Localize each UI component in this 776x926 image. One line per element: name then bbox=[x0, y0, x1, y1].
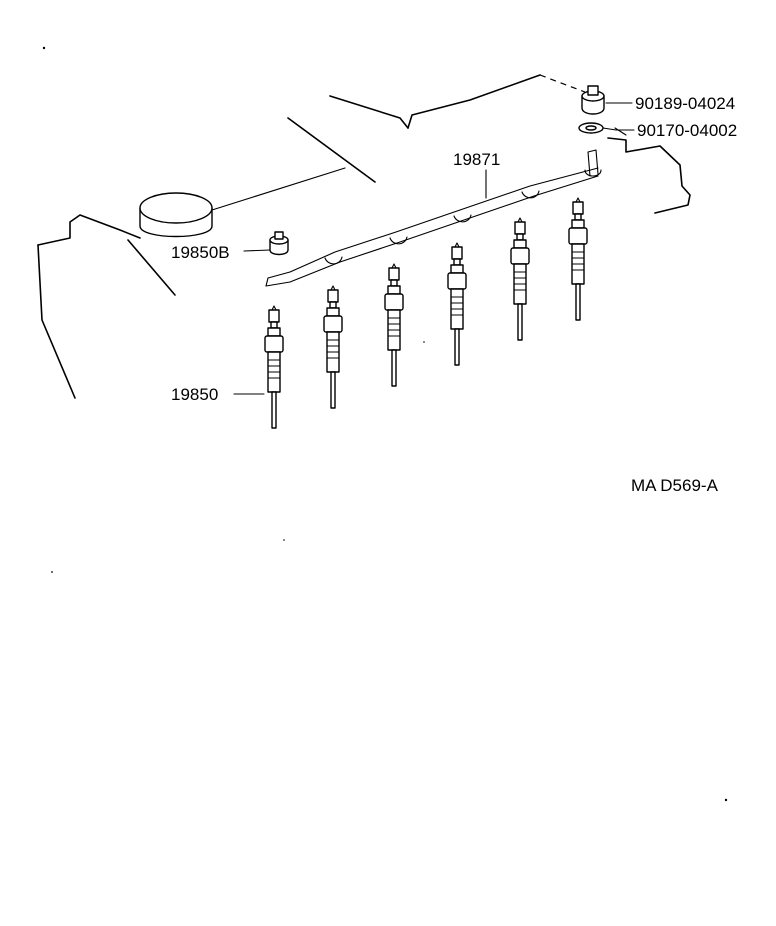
label-glow-plug-part-no: 19850 bbox=[171, 385, 218, 404]
label-washer-part-no: 90170-04002 bbox=[637, 121, 737, 140]
glow-plug bbox=[447, 242, 467, 366]
label-nut-part-no: 90189-04024 bbox=[635, 94, 735, 113]
leader-lines bbox=[233, 102, 635, 395]
glow-plug-set bbox=[264, 197, 588, 429]
diagram-code: MA D569-A bbox=[631, 476, 719, 495]
scan-specks bbox=[42, 46, 728, 802]
label-busbar-part-no: 19871 bbox=[453, 150, 500, 169]
glow-plug bbox=[323, 285, 343, 409]
label-terminal-nut-part-no: 19850B bbox=[171, 243, 230, 262]
glow-plug bbox=[510, 217, 530, 341]
busbar-washer bbox=[578, 122, 604, 134]
busbar-nut bbox=[581, 85, 605, 115]
glow-plug bbox=[264, 305, 284, 429]
terminal-nut bbox=[269, 231, 289, 256]
engine-head-outline bbox=[37, 74, 691, 399]
glow-plug-busbar bbox=[265, 149, 602, 287]
oil-filler-cap bbox=[139, 192, 213, 238]
glow-plug bbox=[384, 263, 404, 387]
glow-plug bbox=[568, 197, 588, 321]
